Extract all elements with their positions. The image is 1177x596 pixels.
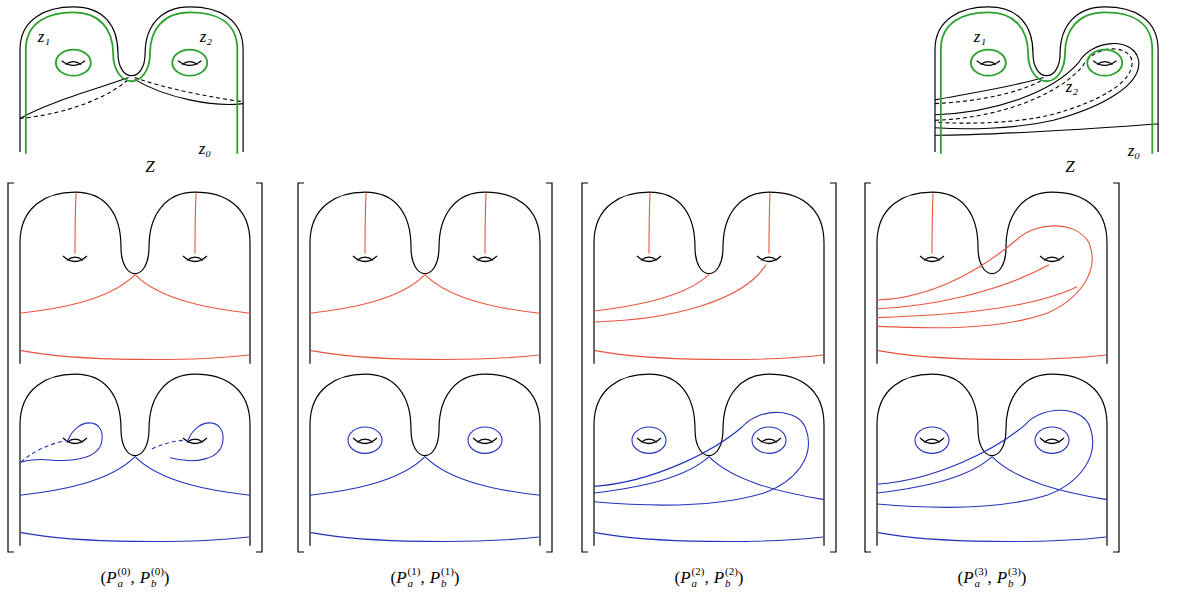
math-symbol: P — [963, 570, 973, 587]
math-symbol: (3) — [1008, 566, 1021, 578]
math-symbol: a — [975, 578, 981, 590]
curve-label: z₂ — [200, 28, 213, 45]
math-symbol: a — [408, 578, 414, 590]
math-symbol: ) — [738, 570, 744, 587]
pair-label: (P(1)a,P(1)b) — [390, 566, 459, 589]
curve-label: z₀ — [199, 140, 212, 157]
math-symbol: b — [725, 578, 731, 590]
math-symbol: (1) — [408, 566, 421, 578]
script-pair: (0)a — [118, 566, 131, 589]
math-symbol: ) — [454, 570, 460, 587]
math-symbol: , — [420, 570, 424, 587]
surface-label: Z — [145, 158, 154, 175]
math-symbol: P — [997, 570, 1007, 587]
math-symbol: (2) — [692, 566, 705, 578]
beta-surface — [310, 374, 540, 546]
script-pair: (0)b — [151, 566, 164, 589]
math-symbol: (1) — [441, 566, 454, 578]
pair-label: (P(0)a,P(0)b) — [100, 566, 169, 589]
beta-surface — [877, 374, 1107, 546]
math-symbol: b — [1008, 578, 1014, 590]
math-symbol: (3) — [975, 566, 988, 578]
curve-label: z₂ — [1066, 78, 1079, 95]
math-symbol: a — [692, 578, 698, 590]
math-symbol: (2) — [725, 566, 738, 578]
surface-z — [935, 7, 1158, 154]
matrix-bracket — [8, 183, 1119, 552]
math-symbol: (0) — [151, 566, 164, 578]
math-symbol: , — [987, 570, 991, 587]
alpha-surface — [594, 192, 824, 364]
math-symbol: b — [441, 578, 447, 590]
script-pair: (2)a — [692, 566, 705, 589]
math-symbol: ( — [674, 570, 680, 587]
beta-surface — [594, 374, 824, 546]
alpha-surface — [20, 192, 250, 364]
math-symbol: P — [430, 570, 440, 587]
script-pair: (3)b — [1008, 566, 1021, 589]
alpha-surface — [877, 192, 1107, 364]
script-pair: (2)b — [725, 566, 738, 589]
math-symbol: P — [714, 570, 724, 587]
math-symbol: a — [118, 578, 124, 590]
curve-label: z₀ — [1128, 142, 1141, 159]
math-symbol: P — [140, 570, 150, 587]
math-symbol: ) — [1021, 570, 1027, 587]
curve-label: z₁ — [974, 28, 987, 45]
math-symbol: ( — [957, 570, 963, 587]
pair-label: (P(3)a,P(3)b) — [957, 566, 1026, 589]
curve-label: z₁ — [38, 28, 51, 45]
math-symbol: , — [130, 570, 134, 587]
math-symbol: P — [106, 570, 116, 587]
math-symbol: (0) — [118, 566, 131, 578]
surface-z — [20, 7, 243, 154]
math-symbol: ) — [164, 570, 170, 587]
math-symbol: ( — [100, 570, 106, 587]
pair-label: (P(2)a,P(2)b) — [674, 566, 743, 589]
surface-label: Z — [1065, 158, 1074, 175]
math-symbol: , — [704, 570, 708, 587]
alpha-surface — [310, 192, 540, 364]
math-symbol: P — [680, 570, 690, 587]
script-pair: (3)a — [975, 566, 988, 589]
math-symbol: P — [396, 570, 406, 587]
script-pair: (1)b — [441, 566, 454, 589]
math-symbol: b — [151, 578, 157, 590]
beta-surface — [20, 374, 250, 546]
script-pair: (1)a — [408, 566, 421, 589]
math-symbol: ( — [390, 570, 396, 587]
